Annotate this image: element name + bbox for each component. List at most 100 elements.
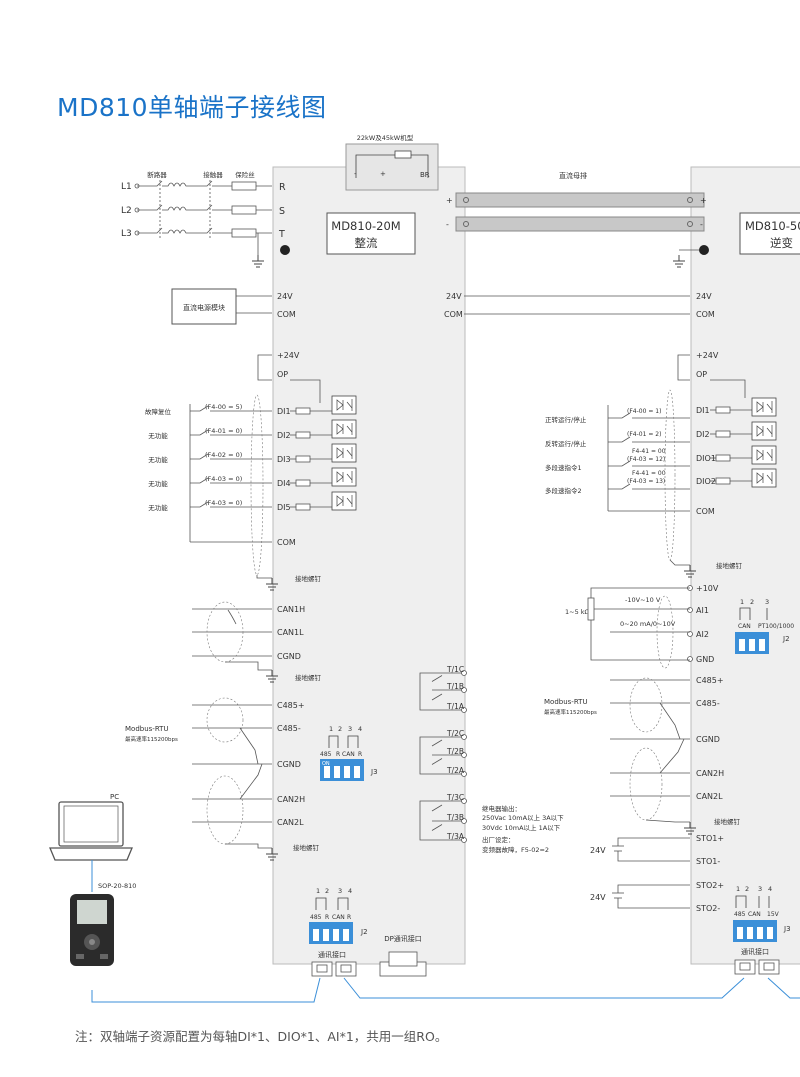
rect-di-resistor: [295, 407, 311, 415]
svg-text:CAN: CAN: [342, 751, 355, 758]
inv-code-2: F4-41 = 00: [632, 448, 666, 455]
svg-text:2: 2: [745, 885, 749, 893]
dc-minus-left: -: [446, 220, 449, 229]
svg-text:3: 3: [765, 598, 769, 606]
rect-di-code: (F4-02 = 0): [205, 451, 242, 459]
svg-text:4: 4: [358, 725, 362, 733]
brake-model-label: 22kW及45kW机型: [357, 133, 414, 142]
dp-connector: [379, 951, 427, 977]
inv-code-1: (F4-01 = 2): [627, 431, 661, 438]
inv-analog-node: [687, 631, 693, 637]
svg-text:R: R: [336, 751, 340, 758]
inv-24v: 24V: [696, 292, 712, 301]
svg-text:1: 1: [316, 887, 320, 895]
svg-text:J3: J3: [370, 768, 378, 776]
rect-di-code: (F4-01 = 0): [205, 427, 242, 435]
keypad-icon: [70, 894, 114, 966]
relay-label: T/3A: [446, 832, 465, 841]
relay-label: T/2C: [446, 729, 464, 738]
inv-di-terminal: DI2: [696, 430, 710, 439]
inv-code-5: (F4-03 = 13): [627, 478, 665, 485]
svg-text:CAN: CAN: [748, 911, 761, 918]
term-t: T: [278, 229, 285, 240]
inv-485-terminal: CGND: [696, 735, 720, 744]
svg-text:3: 3: [338, 887, 342, 895]
breaker-label: 断路器: [147, 170, 167, 179]
inv-analog-terminal: +10V: [696, 584, 719, 593]
rect-di-label: 无功能: [148, 431, 168, 440]
svg-text:R: R: [347, 914, 351, 921]
inv-di-optocoupler: [751, 468, 777, 488]
svg-text:CAN: CAN: [332, 914, 345, 921]
inv-di-resistor: [715, 406, 731, 414]
relay-terminal: [461, 818, 467, 824]
relay-label: T/2A: [446, 766, 465, 775]
svg-text:变频器故障，F5-02=2: 变频器故障，F5-02=2: [482, 845, 549, 854]
rect-modbus-speed: 最高速率115200bps: [125, 735, 178, 743]
brake-unit-box: [345, 143, 439, 191]
rect-di-wire: [190, 453, 272, 460]
inv-ground-screw-2: 接地螺钉: [714, 817, 741, 826]
term-s: S: [279, 206, 285, 217]
rect-24v: 24V: [277, 292, 293, 301]
inv-di-wire: [608, 412, 690, 419]
mid-24v: 24V: [446, 292, 462, 301]
rect-di-resistor: [295, 455, 311, 463]
dc-supply-label: 直流电源模块: [183, 303, 225, 312]
relay-terminal: [461, 798, 467, 804]
rect-di-optocoupler: [331, 443, 357, 463]
inv-485-terminal: CAN2H: [696, 769, 724, 778]
inv-di-optocoupler: [751, 397, 777, 417]
rect-di-resistor: [295, 503, 311, 511]
rect-di-optocouplers: [331, 395, 357, 511]
rect-485-terminal: CAN2L: [277, 818, 304, 827]
dp-port-label: DP通讯接口: [384, 934, 422, 943]
rect-rj45-ports: [311, 961, 357, 977]
inv-j2-switch: 1 2 3 CAN PT100/1000 J2: [735, 598, 794, 654]
svg-text:2: 2: [338, 725, 342, 733]
ai2-range: 0~20 mA/0~10V: [620, 620, 676, 628]
relay-terminal: [461, 687, 467, 693]
rect-di-wire: [190, 405, 272, 412]
inverter-model: MD810-50: [745, 219, 800, 233]
svg-text:3: 3: [758, 885, 762, 893]
power-lines: [134, 180, 272, 255]
rectifier-unit-panel: [272, 166, 466, 965]
relay-label: T/1C: [446, 665, 464, 674]
rect-di-resistor: [295, 431, 311, 439]
dc-supply-module: [171, 288, 237, 325]
rect-485-terminal: C485-: [277, 724, 301, 733]
dc-bus-plus-bar: [455, 192, 705, 208]
inv-485-terminal: CAN2L: [696, 792, 723, 801]
inv-di-resistor: [715, 477, 731, 485]
svg-text:4: 4: [768, 885, 772, 893]
dc-minus-right: -: [700, 220, 703, 229]
line-l3: L3: [121, 229, 132, 239]
rect-di-wire: [190, 477, 272, 484]
inv-di-terminal: DIO1: [696, 454, 716, 463]
brake-minus-label: -: [354, 170, 357, 178]
rect-di-code: (F4-03 = 0): [205, 475, 242, 483]
svg-text:ON: ON: [322, 761, 330, 767]
inv-di-optocoupler: [751, 421, 777, 441]
inv-di-label: 多段速指令2: [545, 486, 582, 495]
inv-code-0: (F4-00 = 1): [627, 408, 661, 415]
inv-sto-terminal: STO1+: [696, 834, 724, 843]
inv-di-terminal: DI1: [696, 406, 710, 415]
relay-label: T/3C: [446, 793, 464, 802]
relay-terminal: [461, 707, 467, 713]
rectifier-type: 整流: [355, 236, 378, 250]
dc-bus-label: 直流母排: [559, 171, 587, 180]
inv-sto-terminal: STO1-: [696, 857, 720, 866]
rect-di-optocoupler: [331, 467, 357, 487]
rect-di-terminal: DI4: [277, 479, 291, 488]
relay-label: T/2B: [446, 747, 464, 756]
rect-ground-screw-3: 接地螺钉: [293, 843, 320, 852]
rect-j2-switch: 1 2 3 4 485 R CAN R J2: [309, 887, 368, 944]
inv-op: OP: [696, 370, 707, 379]
rect-di-wire: [190, 429, 272, 436]
pe-terminal-left: [280, 245, 290, 255]
